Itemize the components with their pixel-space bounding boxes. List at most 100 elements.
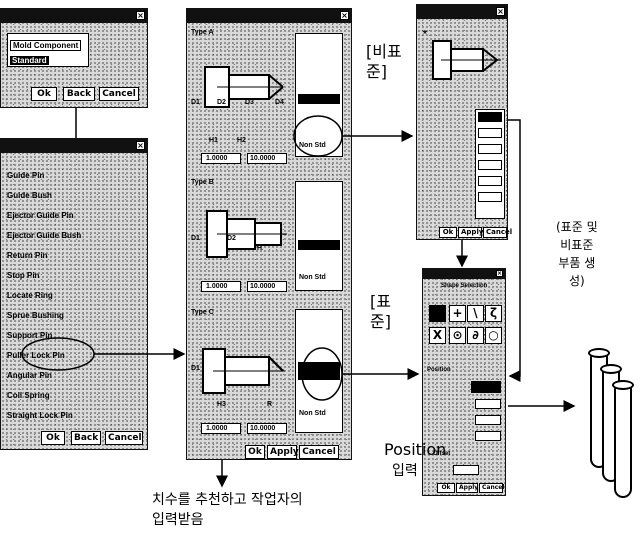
ring-shape-icon[interactable]: ○	[485, 327, 502, 344]
ok-button[interactable]: Ok	[31, 87, 57, 101]
parameter-list	[475, 109, 505, 219]
cancel-button[interactable]: Cancel	[105, 431, 143, 445]
position-row[interactable]	[475, 399, 501, 409]
dim-r: R	[267, 401, 272, 408]
solid-shape-icon[interactable]	[429, 305, 446, 322]
option-mold-component[interactable]: Mold Component	[10, 40, 81, 51]
dim-d1: D1	[191, 365, 200, 372]
list-item[interactable]: Support Pin	[7, 331, 52, 340]
component-list-dialog: × Guide Pin Guide Bush Ejector Guide Pin…	[0, 138, 148, 450]
arc-shape-icon[interactable]: ∂	[467, 327, 484, 344]
option-list: Mold Component Standard	[7, 33, 89, 67]
close-icon[interactable]: ×	[340, 11, 349, 20]
list-item[interactable]: Locate Ring	[7, 291, 53, 300]
nonstandard-button-label[interactable]: Non Std	[299, 142, 326, 149]
value-field[interactable]: 10.0000	[247, 153, 287, 164]
part-drawing-nonstd: *	[421, 25, 505, 93]
nonstandard-annotation: [비표 준]	[366, 42, 402, 82]
back-button[interactable]: Back	[63, 87, 95, 101]
ok-button[interactable]: Ok	[41, 431, 65, 445]
close-icon[interactable]: ×	[136, 141, 145, 150]
shape-selection-title: Shape Selection	[441, 283, 487, 289]
close-icon[interactable]: ×	[496, 7, 505, 16]
option-standard[interactable]: Standard	[10, 56, 49, 65]
circle-shape-icon[interactable]: ⊙	[449, 327, 466, 344]
list-item[interactable]: Guide Bush	[7, 191, 52, 200]
dim-h3: H3	[217, 401, 226, 408]
list-item[interactable]: Sprue Bushing	[7, 311, 64, 320]
cancel-button[interactable]: Cancel	[99, 87, 139, 101]
dimension-type-dialog: × Type A D1 D2 D3 D4 H1 H2 1.0000 10.000…	[186, 8, 352, 460]
offset-field[interactable]	[453, 465, 479, 475]
list-item[interactable]: Ejector Guide Pin	[7, 211, 74, 220]
list-item-selected[interactable]: Puller Lock Pin	[7, 351, 65, 360]
shape-position-dialog: × Shape Selection + \ ζ X ⊙ ∂ ○ Position…	[422, 268, 506, 496]
nonstandard-button-label[interactable]: Non Std	[299, 274, 326, 281]
value-field[interactable]: 1.0000	[201, 423, 241, 434]
apply-button[interactable]: Apply	[458, 227, 482, 238]
type-c-params: Non Std	[295, 309, 343, 433]
value-field[interactable]: 10.0000	[247, 423, 287, 434]
param-highlight	[298, 240, 340, 250]
type-a-drawing	[197, 53, 291, 123]
value-field[interactable]: 1.0000	[201, 281, 241, 292]
value-field[interactable]: 1.0000	[201, 153, 241, 164]
type-b-label: Type B	[191, 179, 214, 186]
list-item[interactable]: Angular Pin	[7, 371, 52, 380]
dim-d1: D1	[191, 235, 200, 242]
title-bar: ×	[1, 139, 147, 153]
type-b-params: Non Std	[295, 181, 343, 291]
x-shape-icon[interactable]: X	[429, 327, 446, 344]
ok-button[interactable]: Ok	[437, 483, 455, 493]
dim-h2: H2	[237, 137, 246, 144]
close-icon[interactable]: ×	[496, 270, 503, 277]
list-item[interactable]: Stop Pin	[7, 271, 39, 280]
title-bar: ×	[423, 269, 505, 279]
close-icon[interactable]: ×	[136, 11, 145, 20]
part-drawing-a	[197, 53, 291, 123]
nonstandard-drawing: *	[421, 25, 505, 93]
type-a-label: Type A	[191, 29, 214, 36]
value-field[interactable]: 10.0000	[247, 281, 287, 292]
title-bar: ×	[1, 9, 147, 23]
type-c-label: Type C	[191, 309, 214, 316]
list-item[interactable]: Straight Lock Pin	[7, 411, 73, 420]
type-b-drawing	[197, 199, 291, 269]
param-highlight	[298, 362, 340, 380]
position-annotation: Position	[384, 440, 446, 459]
list-item[interactable]: Coil Spring	[7, 391, 50, 400]
plus-shape-icon[interactable]: +	[449, 305, 466, 322]
position-row[interactable]	[475, 415, 501, 425]
dim-d4: D4	[275, 99, 284, 106]
part-drawing-b	[197, 199, 291, 269]
cancel-button[interactable]: Cancel	[479, 483, 503, 493]
list-item[interactable]: Guide Pin	[7, 171, 44, 180]
type-a-params: Non Std	[295, 33, 343, 157]
line-shape-icon[interactable]: \	[467, 305, 484, 322]
param-row[interactable]	[478, 192, 502, 202]
param-row[interactable]	[478, 176, 502, 186]
dim-d2: D2	[227, 235, 236, 242]
apply-button[interactable]: Apply	[267, 445, 297, 459]
param-row[interactable]	[478, 112, 502, 122]
param-row[interactable]	[478, 128, 502, 138]
cancel-button[interactable]: Cancel	[483, 227, 507, 238]
dim-h: H	[257, 245, 262, 252]
list-item[interactable]: Return Pin	[7, 251, 47, 260]
apply-button[interactable]: Apply	[456, 483, 478, 493]
back-button[interactable]: Back	[71, 431, 101, 445]
param-row[interactable]	[478, 144, 502, 154]
generate-annotation: (표준 및 비표준 부품 생 성)	[556, 218, 598, 290]
param-row[interactable]	[478, 160, 502, 170]
ok-button[interactable]: Ok	[245, 445, 265, 459]
position-field[interactable]	[471, 381, 501, 393]
arrow	[508, 120, 520, 376]
mold-component-dialog: × Mold Component Standard Ok Back Cancel	[0, 8, 148, 108]
dim-d2: D2	[217, 99, 226, 106]
curve-shape-icon[interactable]: ζ	[485, 305, 502, 322]
list-item[interactable]: Ejector Guide Bush	[7, 231, 81, 240]
ok-button[interactable]: Ok	[439, 227, 457, 238]
position-row[interactable]	[475, 431, 501, 441]
nonstandard-button-label[interactable]: Non Std	[299, 410, 326, 417]
cancel-button[interactable]: Cancel	[299, 445, 339, 459]
